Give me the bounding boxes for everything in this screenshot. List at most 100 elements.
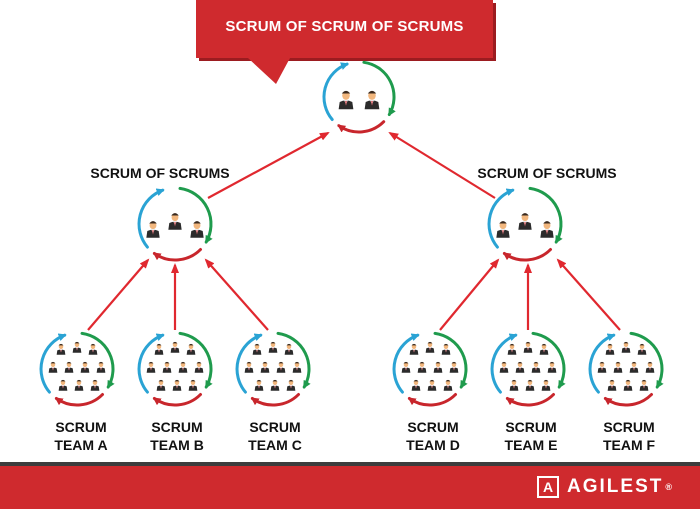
- team-e-member-10-icon: [541, 379, 551, 391]
- person-tie: [280, 367, 282, 371]
- arrow-sos-left-to-top: [207, 132, 330, 199]
- team-e-member-1-icon: [507, 343, 517, 355]
- team-c-node-arc-red: [250, 393, 300, 407]
- team-b-member-5-icon: [162, 361, 172, 373]
- person-hair: [90, 343, 96, 346]
- person-hair: [148, 361, 154, 364]
- person-tie: [643, 385, 645, 389]
- person-hair: [60, 379, 66, 382]
- team-b-member-6-icon: [178, 361, 188, 373]
- top-node-arc-blue: [322, 62, 349, 121]
- arrow-team-d-to-sos-right: [439, 258, 500, 331]
- team-c-node-arc-blue: [235, 333, 263, 394]
- person-tie: [633, 367, 635, 371]
- person-tie: [52, 367, 54, 371]
- person-hair: [286, 343, 292, 346]
- person-tie: [174, 222, 176, 227]
- person-tie: [543, 349, 545, 353]
- person-tie: [152, 230, 154, 235]
- person-tie: [625, 347, 627, 351]
- person-tie: [290, 385, 292, 389]
- team-a-line1: SCRUM: [55, 419, 107, 435]
- top-node-arc-red: [337, 120, 386, 134]
- person-tie: [535, 367, 537, 371]
- sos-right-node-person-3-icon: [540, 221, 554, 238]
- team-f-member-1-icon: [605, 343, 615, 355]
- team-f-node-arc-red: [603, 393, 653, 407]
- team-b-line1: SCRUM: [151, 419, 203, 435]
- person-tie: [176, 385, 178, 389]
- team-b-member-4-icon: [146, 361, 156, 373]
- person-tie: [256, 349, 258, 353]
- person-head: [193, 221, 201, 230]
- person-tie: [524, 222, 526, 227]
- arrow-team-c-to-sos-left: [204, 258, 269, 331]
- person-hair: [50, 361, 56, 364]
- person-hair: [543, 221, 551, 224]
- sos-left-node-arc-blue: [137, 188, 165, 249]
- top-node-arc-green: [362, 60, 396, 117]
- team-c-member-5-icon: [260, 361, 270, 373]
- person-tie: [546, 230, 548, 235]
- person-tie: [78, 385, 80, 389]
- person-hair: [647, 361, 653, 364]
- team-d-node-arc-blue: [392, 333, 420, 394]
- person-hair: [445, 379, 451, 382]
- team-b-member-1-icon: [154, 343, 164, 355]
- sos-left-node-arc-green: [178, 186, 213, 244]
- person-hair: [180, 361, 186, 364]
- team-d-line1: SCRUM: [407, 419, 459, 435]
- person-hair: [521, 213, 529, 216]
- team-d-member-5-icon: [417, 361, 427, 373]
- person-hair: [58, 343, 64, 346]
- person-hair: [541, 343, 547, 346]
- person-hair: [188, 343, 194, 346]
- person-tie: [371, 100, 373, 107]
- person-hair: [525, 341, 531, 344]
- person-hair: [615, 361, 621, 364]
- person-tie: [447, 385, 449, 389]
- person-hair: [609, 379, 615, 382]
- team-d-member-8-icon: [411, 379, 421, 391]
- person-hair: [196, 361, 202, 364]
- team-d-member-4-icon: [401, 361, 411, 373]
- team-d-line2: TEAM D: [406, 437, 460, 453]
- person-hair: [98, 361, 104, 364]
- team-d-member-9-icon: [427, 379, 437, 391]
- person-hair: [451, 361, 457, 364]
- team-f-member-4-icon: [597, 361, 607, 373]
- person-tie: [551, 367, 553, 371]
- person-tie: [84, 367, 86, 371]
- footer-bar: A AGILEST ®: [0, 462, 700, 509]
- sos-right-node-person-2-icon: [518, 213, 532, 230]
- team-a-member-2-icon: [72, 341, 82, 353]
- person-tie: [264, 367, 266, 371]
- person-hair: [429, 379, 435, 382]
- team-a-member-8-icon: [58, 379, 68, 391]
- person-tie: [627, 385, 629, 389]
- person-tie: [174, 347, 176, 351]
- person-hair: [625, 379, 631, 382]
- team-f-node-arc-blue: [588, 333, 616, 394]
- person-tie: [182, 367, 184, 371]
- team-d-member-7-icon: [449, 361, 459, 373]
- team-e-node-arc-blue: [490, 333, 518, 394]
- team-e-node-arc-green: [531, 331, 566, 389]
- person-tie: [100, 367, 102, 371]
- arrow-team-a-to-sos-left: [87, 258, 150, 331]
- team-e-member-9-icon: [525, 379, 535, 391]
- team-d-member-2-icon: [425, 341, 435, 353]
- person-hair: [543, 379, 549, 382]
- team-label-b: SCRUM TEAM B: [132, 418, 222, 454]
- team-d-member-1-icon: [409, 343, 419, 355]
- person-hair: [149, 221, 157, 224]
- team-c-member-2-icon: [268, 341, 278, 353]
- person-tie: [527, 347, 529, 351]
- team-f-member-10-icon: [639, 379, 649, 391]
- team-a-node-arc-blue: [39, 333, 67, 394]
- team-e-member-5-icon: [515, 361, 525, 373]
- diagram-title: SCRUM OF SCRUM OF SCRUMS: [225, 18, 464, 35]
- person-hair: [509, 343, 515, 346]
- team-e-member-7-icon: [547, 361, 557, 373]
